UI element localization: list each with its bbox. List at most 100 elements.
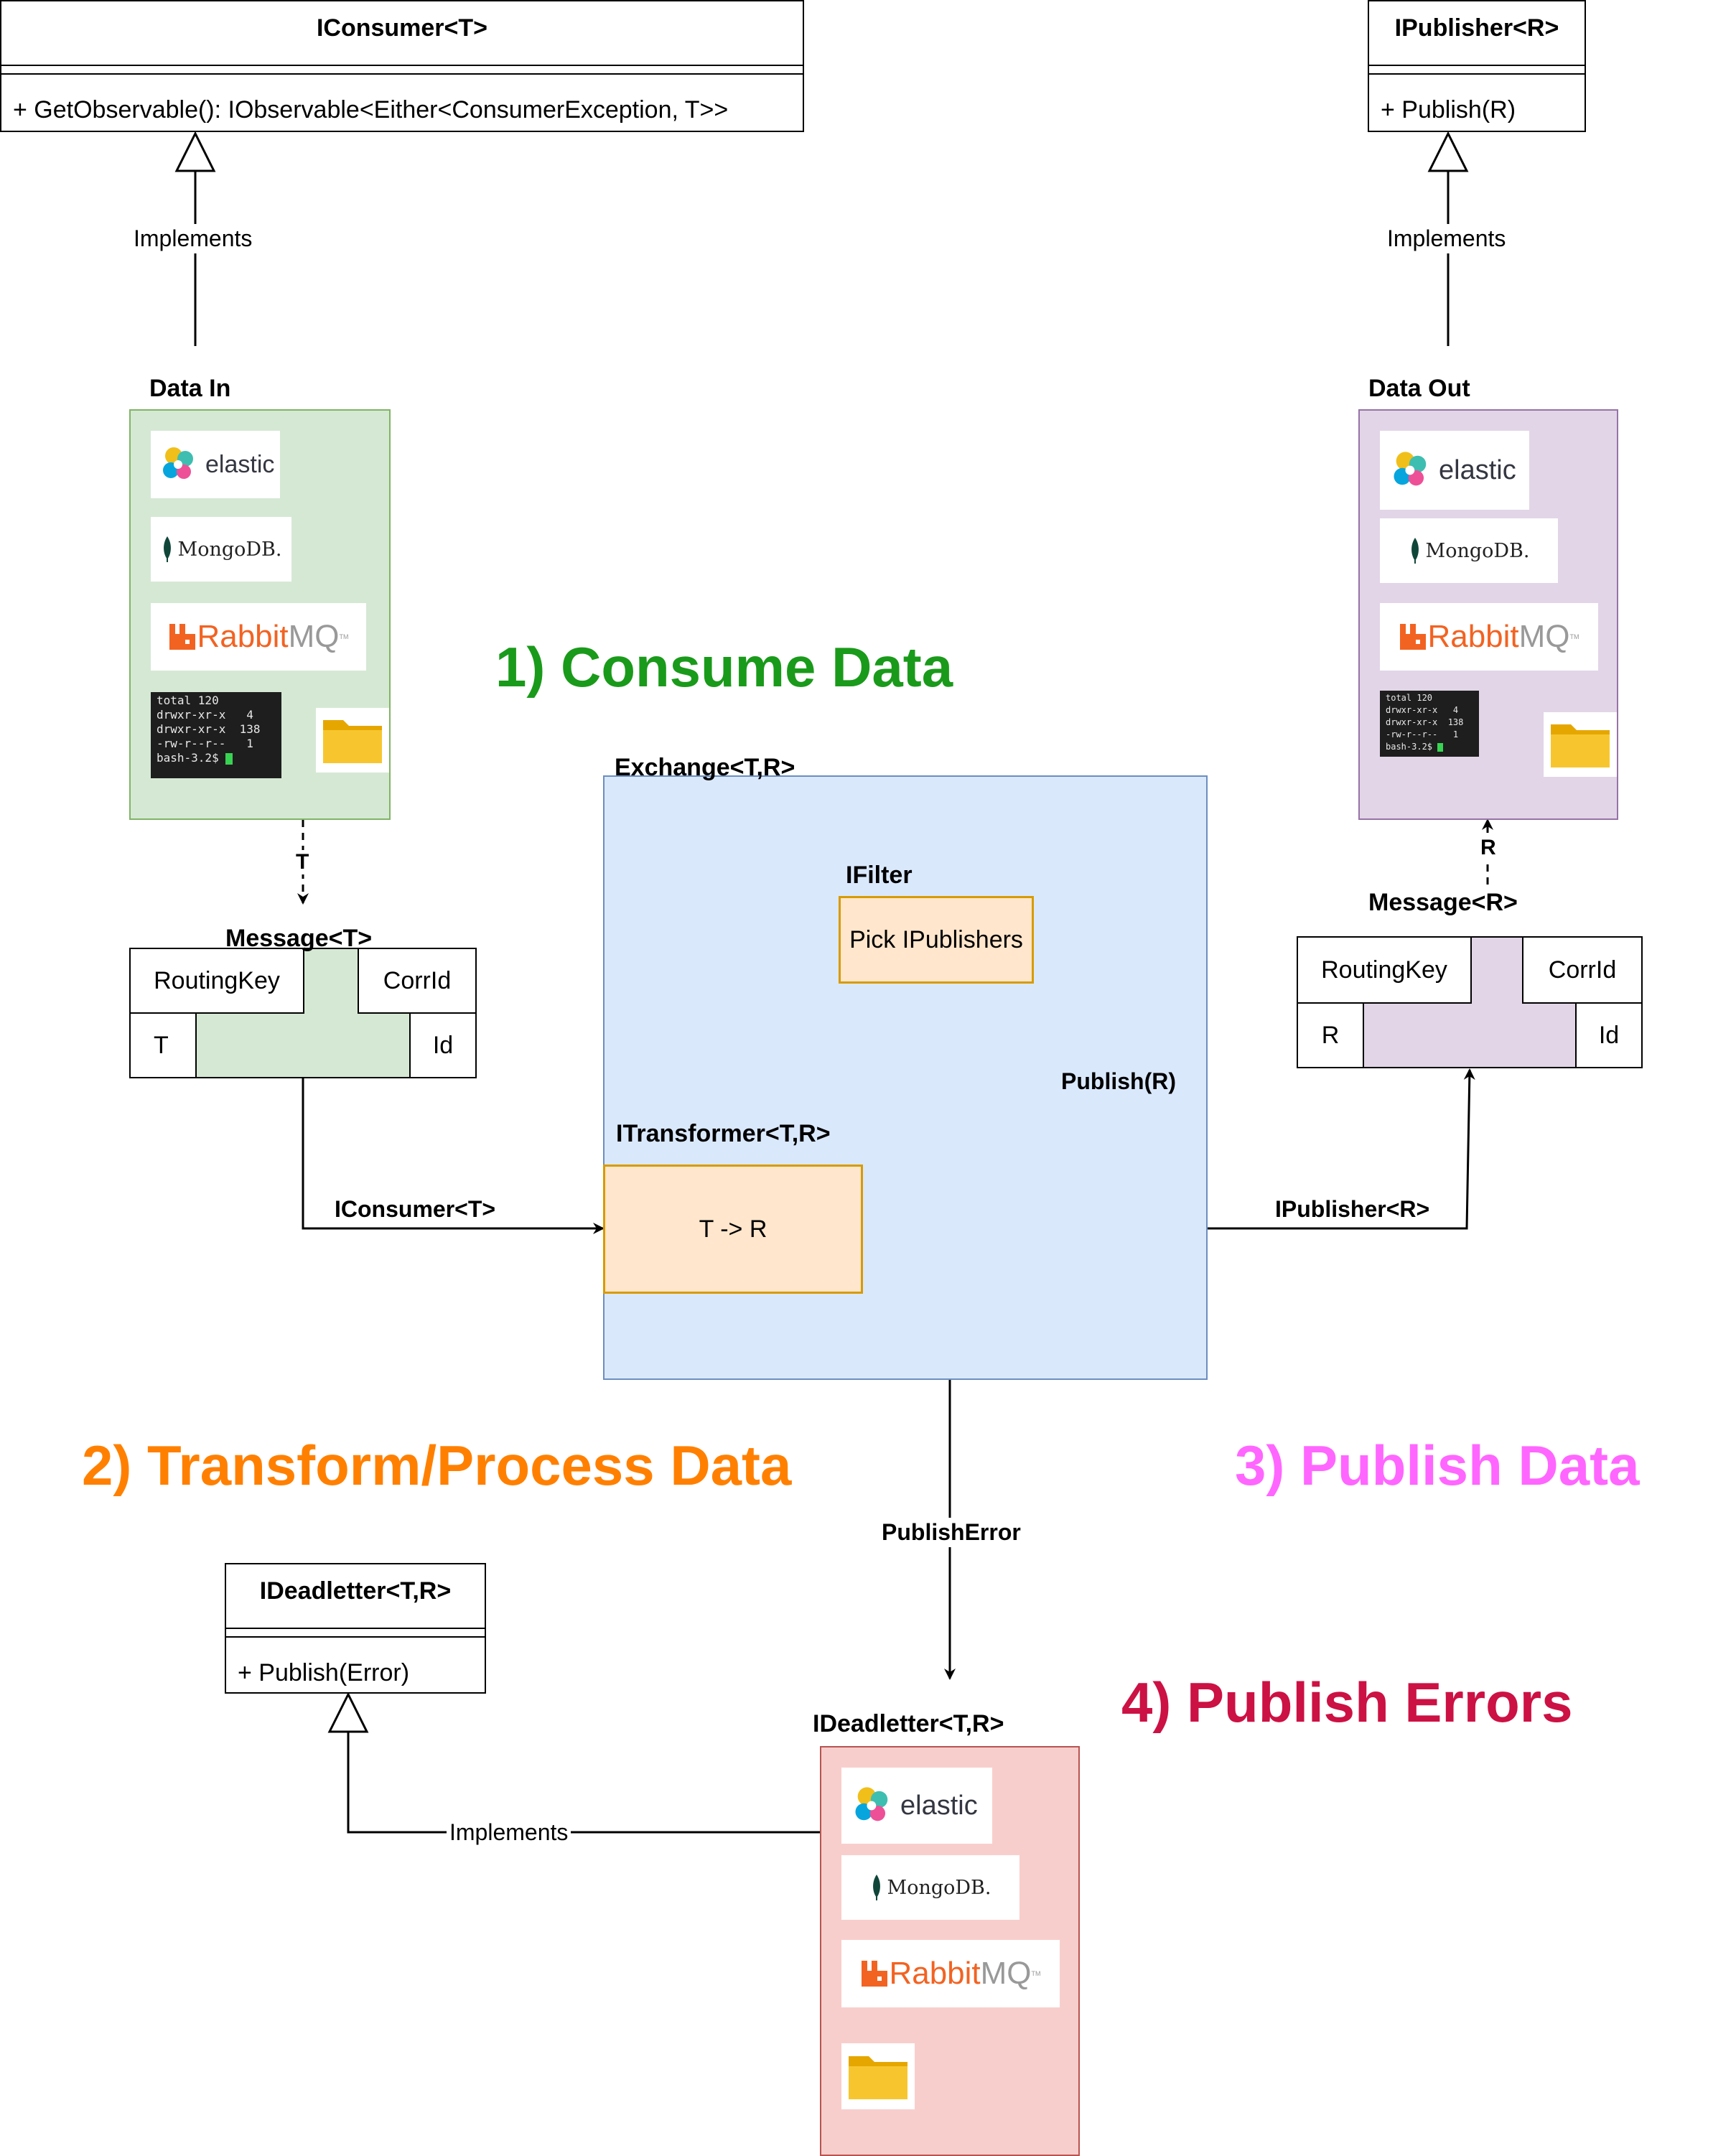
elastic-icon <box>1394 452 1427 486</box>
folder-icon <box>323 720 382 763</box>
deadletter-store-title: IDeadletter<T,R> <box>813 1710 1004 1737</box>
implements-line-deadletter <box>347 1732 820 1834</box>
terminal-line: -rw-r--r-- 1 <box>157 737 253 750</box>
edge-exchange-to-message-out <box>1208 1068 1475 1230</box>
edge-label-publish-r: Publish(R) <box>1061 1068 1176 1095</box>
mongodb-text: MongoDB. <box>1425 539 1530 562</box>
filter-box: Pick IPublishers <box>839 896 1034 984</box>
terminal-line: drwxr-xr-x 138 <box>1386 717 1464 727</box>
mongodb-text: MongoDB. <box>177 538 282 561</box>
terminal-line: -rw-r--r-- 1 <box>1386 729 1459 739</box>
ipublisher-interface-method: + Publish(R) <box>1381 96 1516 123</box>
rabbitmq-text-rabbit: Rabbit <box>889 1956 981 1991</box>
message-out-title: Message<R> <box>1368 889 1518 916</box>
implements-triangle-consumer <box>174 131 216 172</box>
message-in-title: Message<T> <box>225 925 373 952</box>
mongodb-logo: MongoDB. <box>1380 518 1558 583</box>
edge-label-iconsumer: IConsumer<T> <box>335 1196 496 1222</box>
terminal-cursor <box>225 752 233 765</box>
rabbitmq-icon <box>169 624 196 650</box>
mongodb-leaf-icon <box>163 536 171 562</box>
mongodb-logo: MongoDB. <box>151 517 291 582</box>
implements-label-publisher: Implements <box>1384 224 1509 253</box>
terminal-cursor <box>1437 742 1444 752</box>
rabbitmq-text-mq: MQ <box>980 1956 1032 1991</box>
transformer-title: ITransformer<T,R> <box>616 1120 831 1147</box>
terminal-line: total 120 <box>1386 693 1433 703</box>
implements-label-consumer: Implements <box>131 224 256 253</box>
rabbitmq-text-rabbit: Rabbit <box>197 619 289 654</box>
data-out-title: Data Out <box>1368 375 1470 402</box>
edge-label-r: R <box>1479 836 1498 860</box>
transformer-box: T -> R <box>603 1165 863 1294</box>
message-out-corr-id: CorrId <box>1522 936 1643 1004</box>
terminal-window: total 120 drwxr-xr-x 4 drwxr-xr-x 138 -rw-r… <box>1380 691 1479 757</box>
edge-label-publish-error: PublishError <box>879 1518 1024 1547</box>
exchange-title: Exchange<T,R> <box>615 754 795 781</box>
edge-message-to-transformer <box>302 1078 605 1234</box>
message-in-id: Id <box>409 1012 477 1078</box>
rabbitmq-text-mq: MQ <box>1518 619 1570 654</box>
mongodb-text: MongoDB. <box>887 1876 991 1899</box>
mongodb-leaf-icon <box>1411 538 1419 564</box>
mongodb-leaf-icon <box>872 1875 880 1900</box>
message-in-corr-id: CorrId <box>358 948 477 1014</box>
elastic-icon <box>163 447 193 479</box>
folder-logo <box>1544 712 1617 777</box>
elastic-logo: elastic <box>151 431 280 498</box>
folder-icon <box>849 2056 907 2099</box>
edge-label-ipublisher: IPublisher<R> <box>1275 1196 1430 1222</box>
elastic-logo: elastic <box>1380 431 1529 510</box>
ideadletter-interface-title: IDeadletter<T,R> <box>259 1577 452 1605</box>
ipublisher-interface: IPublisher<R> + Publish(R) <box>1368 0 1586 132</box>
rabbitmq-icon <box>1400 624 1427 650</box>
terminal-line: total 120 <box>157 694 219 707</box>
ideadletter-interface: IDeadletter<T,R> + Publish(Error) <box>225 1563 486 1694</box>
elastic-logo: elastic <box>841 1768 992 1844</box>
folder-icon <box>1551 724 1610 767</box>
folder-logo <box>841 2043 915 2109</box>
heading-consume-data: 1) Consume Data <box>495 635 953 699</box>
elastic-text: elastic <box>1439 454 1516 485</box>
terminal-line: drwxr-xr-x 4 <box>1386 705 1459 715</box>
filter-title: IFilter <box>846 862 913 889</box>
elastic-icon <box>855 1787 888 1821</box>
message-out-id: Id <box>1575 1002 1643 1068</box>
rabbitmq-text-mq: MQ <box>288 619 340 654</box>
mongodb-logo: MongoDB. <box>841 1855 1019 1920</box>
terminal-prompt: bash-3.2$ <box>1386 741 1473 753</box>
rabbitmq-text-tm: TM <box>1031 1970 1041 1977</box>
message-in-routing-key: RoutingKey <box>129 948 304 1014</box>
folder-logo <box>316 708 389 773</box>
ipublisher-interface-title: IPublisher<R> <box>1394 14 1559 42</box>
message-in-payload: T <box>129 1012 197 1078</box>
elastic-text: elastic <box>900 1790 978 1821</box>
message-out-routing-key: RoutingKey <box>1297 936 1472 1004</box>
heading-transform-data: 2) Transform/Process Data <box>82 1434 792 1497</box>
ideadletter-interface-method: + Publish(Error) <box>238 1659 410 1686</box>
iconsumer-interface-title: IConsumer<T> <box>316 14 488 42</box>
terminal-line: drwxr-xr-x 138 <box>157 722 261 736</box>
terminal-line: drwxr-xr-x 4 <box>157 708 253 722</box>
terminal-prompt: bash-3.2$ <box>157 751 276 765</box>
rabbitmq-text-rabbit: Rabbit <box>1427 619 1519 654</box>
iconsumer-interface: IConsumer<T> + GetObservable(): IObserva… <box>0 0 804 132</box>
edge-label-t: T <box>294 850 311 874</box>
data-in-title: Data In <box>149 375 231 402</box>
heading-publish-data: 3) Publish Data <box>1235 1434 1640 1497</box>
message-out-payload: R <box>1297 1002 1364 1068</box>
rabbitmq-text-tm: TM <box>1569 633 1579 640</box>
heading-publish-errors: 4) Publish Errors <box>1121 1671 1573 1734</box>
implements-label-deadletter: Implements <box>447 1818 571 1847</box>
implements-triangle-publisher <box>1427 131 1469 172</box>
elastic-text: elastic <box>205 450 275 478</box>
implements-triangle-deadletter <box>327 1691 369 1733</box>
rabbitmq-icon <box>862 1961 888 1987</box>
iconsumer-interface-method: + GetObservable(): IObservable<Either<Co… <box>13 96 729 123</box>
